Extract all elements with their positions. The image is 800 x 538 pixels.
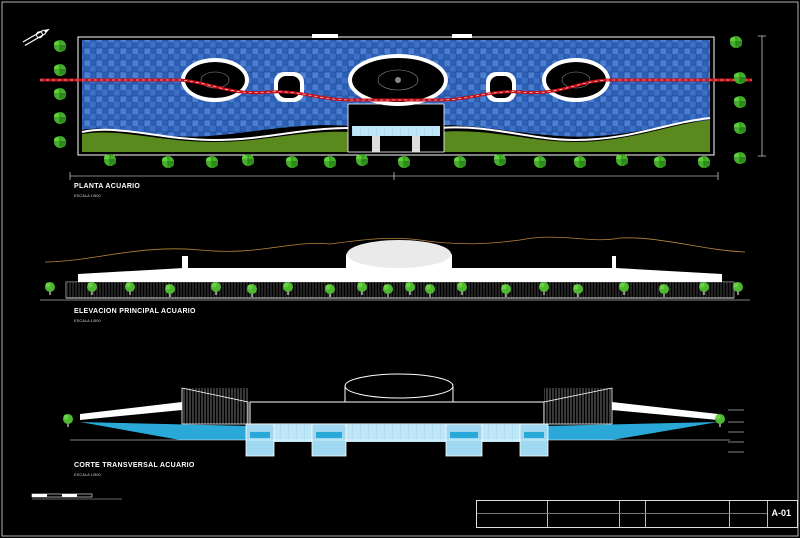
section-water-right bbox=[544, 422, 718, 440]
scale-bar bbox=[31, 493, 122, 500]
elevation-title: ELEVACION PRINCIPAL ACUARIO bbox=[74, 308, 196, 315]
level-markers bbox=[728, 409, 744, 453]
pool-right-small bbox=[486, 72, 516, 102]
plan-title: PLANTA ACUARIO bbox=[74, 183, 141, 190]
section-drawing bbox=[63, 373, 744, 457]
north-arrow-icon bbox=[22, 28, 50, 46]
section-water-left bbox=[80, 422, 250, 440]
elevation-scale: ESCALA 1/500 bbox=[74, 318, 101, 323]
section-title: CORTE TRANSVERSAL ACUARIO bbox=[74, 462, 195, 469]
title-block: A-01 bbox=[476, 500, 798, 528]
section-scale: ESCALA 1/500 bbox=[74, 472, 101, 477]
elevation-drawing bbox=[40, 236, 750, 301]
plan-scale: ESCALA 1/500 bbox=[74, 193, 101, 198]
plan-drawing bbox=[40, 34, 766, 180]
pool-left-small bbox=[274, 72, 304, 102]
sheet-number: A-01 bbox=[771, 508, 791, 518]
lawn-area bbox=[82, 131, 350, 152]
pool-center bbox=[348, 54, 448, 106]
terrain-line bbox=[44, 236, 746, 263]
